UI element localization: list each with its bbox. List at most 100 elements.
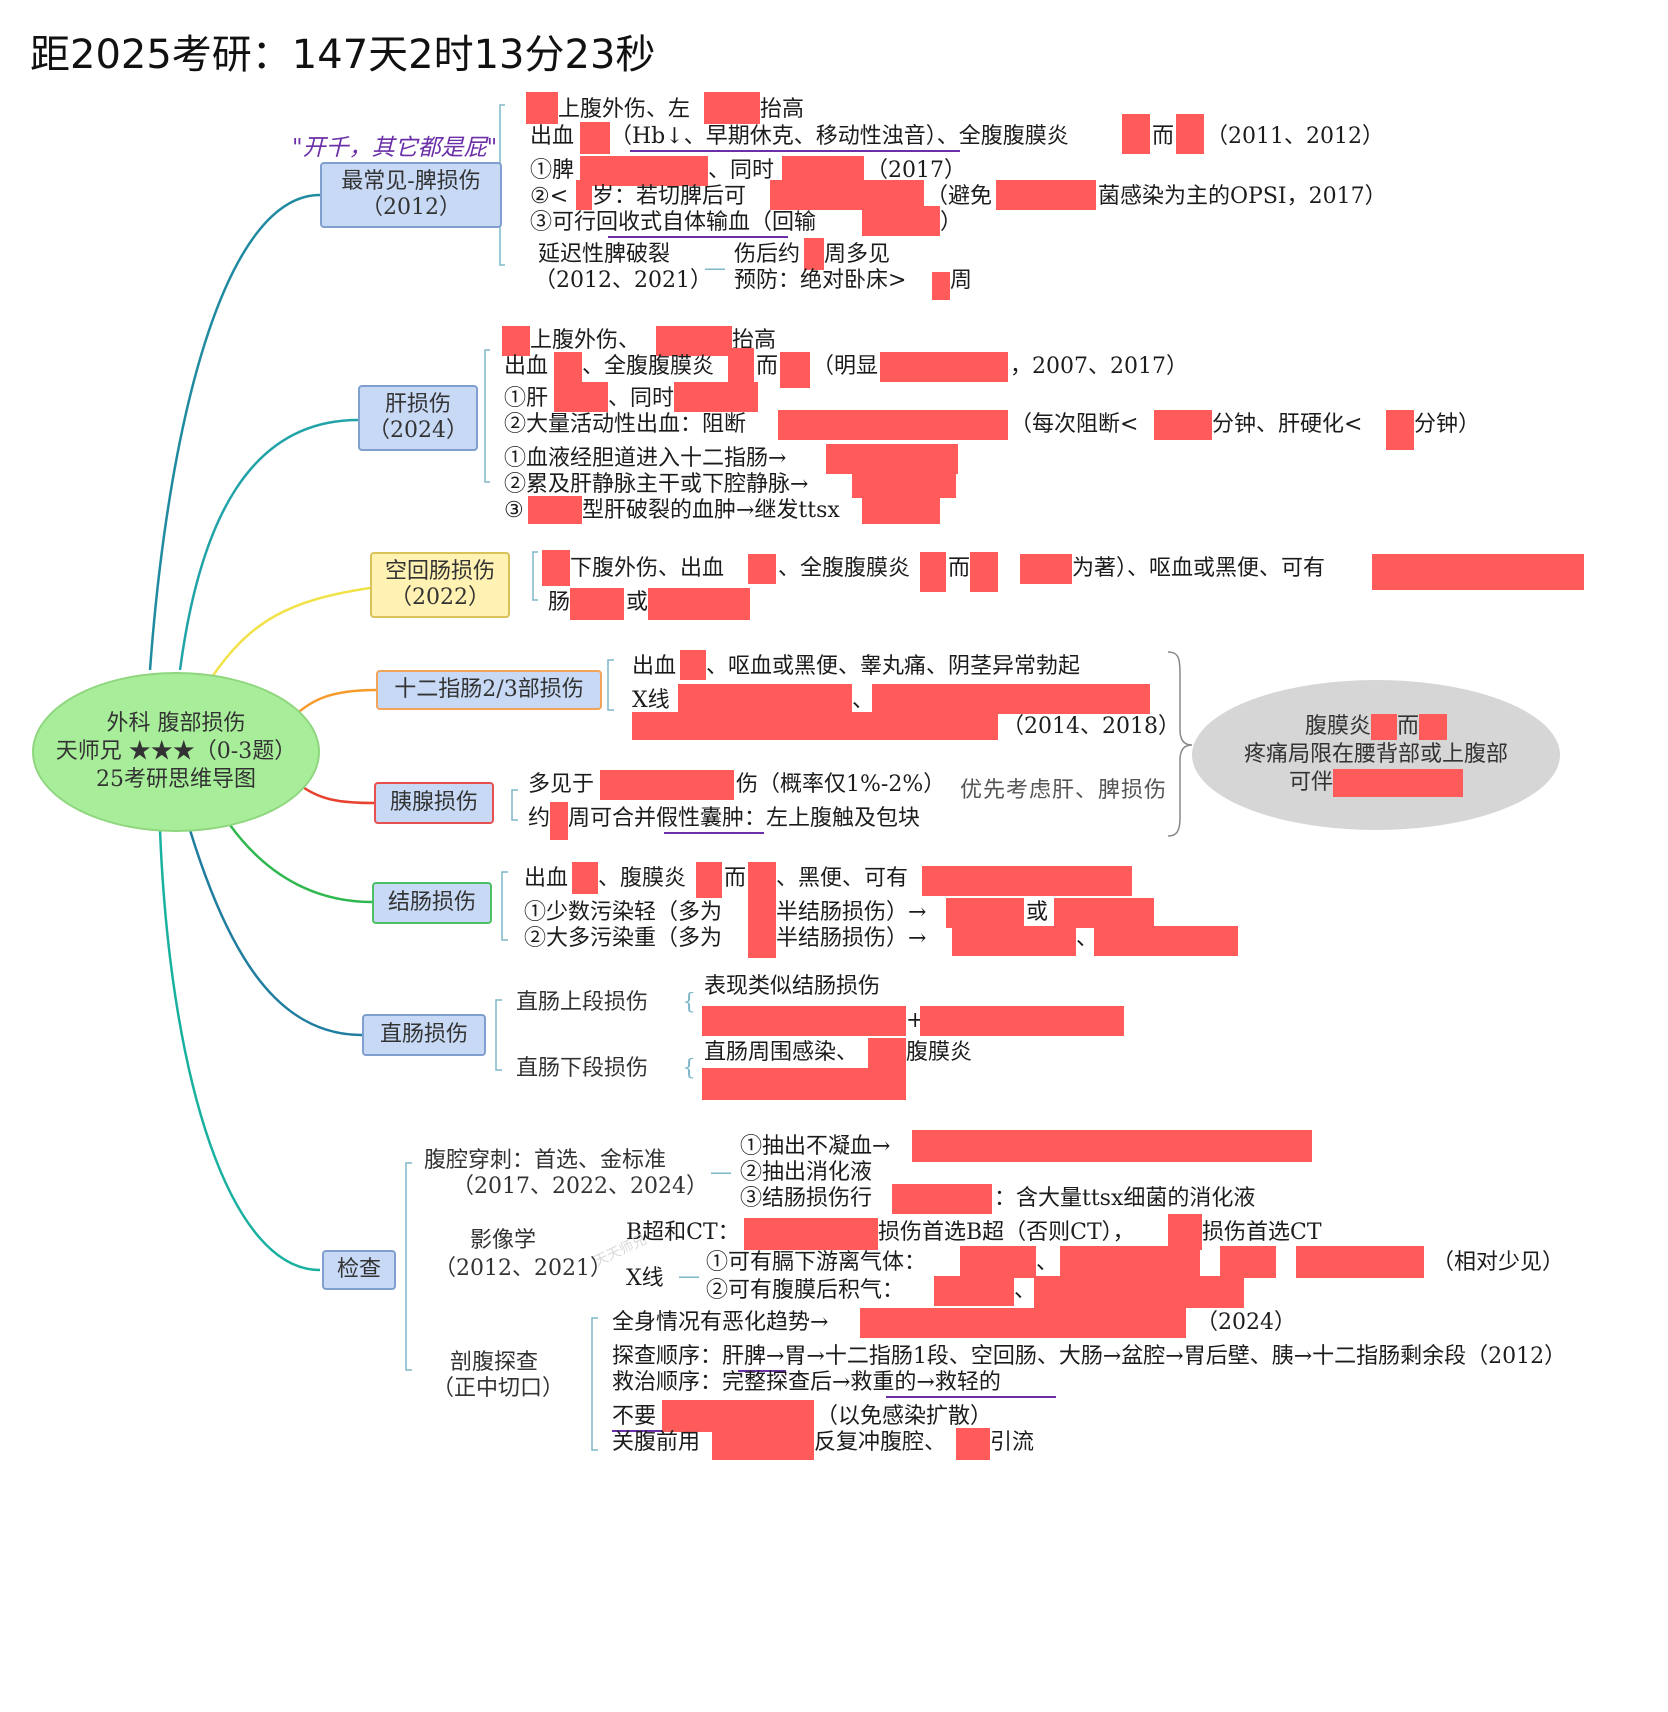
mask-block (880, 352, 1008, 382)
mask-block (702, 1068, 906, 1100)
liver-line-5: ①血液经胆道进入十二指肠→ (504, 446, 787, 471)
oval-line-1b: 而 (1397, 714, 1420, 739)
node-duodenum[interactable]: 十二指肠2/3部损伤 (376, 670, 602, 710)
colon-line-2b: 半结肠损伤）→ (776, 900, 927, 925)
mask-block (680, 650, 706, 680)
spleen-line-1b: 抬高 (760, 97, 805, 122)
mask-block (572, 862, 598, 894)
exam-p2: ②抽出消化液 (740, 1160, 873, 1185)
spleen-year: （2012） (361, 195, 461, 220)
exam-puncture: 腹腔穿刺：首选、金标准 (424, 1148, 667, 1173)
mask-block (920, 1006, 1124, 1036)
mask-block (656, 326, 732, 356)
jejunum-year: （2022） (390, 585, 490, 610)
liver-line-4c: 分钟、肝硬化< (1212, 412, 1363, 437)
mask-block (932, 272, 950, 300)
mask-block (960, 1246, 1036, 1278)
mask-block (852, 470, 956, 498)
colon-line-1: 出血 (524, 866, 569, 891)
exam-lap-sub: （正中切口） (432, 1376, 565, 1401)
liver-line-7: ③ (504, 498, 524, 523)
spleen-line-4: ②< (530, 184, 569, 209)
pancreas-line-2: 约 (528, 806, 551, 831)
pancreas-title: 胰腺损伤 (389, 790, 478, 815)
rectum-lower: 直肠下段损伤 (516, 1056, 649, 1081)
exam-lap-5: 关腹前用 (612, 1430, 701, 1455)
jejunum-line-2b: 或 (626, 590, 649, 615)
mask-block (780, 352, 810, 388)
node-spleen[interactable]: 最常见-脾损伤 （2012） (320, 162, 502, 228)
mask-block (862, 206, 940, 236)
mask-block (862, 496, 940, 524)
connector-dash: — (704, 256, 726, 281)
mask-block (744, 1218, 878, 1250)
duo-line-1b: 、呕血或黑便、睾丸痛、阴茎异常勃起 (706, 654, 1081, 679)
spleen-line-2: 出血 (530, 124, 575, 149)
mask-block (648, 588, 750, 620)
oval-line-3: 可伴 (1288, 770, 1333, 795)
mask-block (804, 238, 824, 270)
exam-imaging-year: （2012、2021） (434, 1256, 612, 1281)
node-exam[interactable]: 检查 (322, 1250, 396, 1290)
rectum-upper: 直肠上段损伤 (516, 990, 649, 1015)
spleen-delay-b: 预防：绝对卧床> (734, 268, 907, 293)
spleen-note: "开千，其它都是屁" (292, 135, 498, 161)
rectum-bracket (495, 999, 502, 1071)
mask-block (920, 552, 946, 592)
mask-block (542, 550, 570, 586)
spleen-title: 最常见-脾损伤 (341, 169, 481, 194)
oval-line-2: 疼痛局限在腰背部或上腹部 (1243, 742, 1508, 767)
mask-block (600, 770, 734, 800)
exam-lap-1: 全身情况有恶化趋势→ (612, 1310, 829, 1335)
jejunum-line-1d: 而 (948, 556, 971, 581)
node-jejunum[interactable]: 空回肠损伤 （2022） (370, 552, 510, 618)
center-line-2: 天师兄 ★★★（0-3题） (55, 739, 297, 764)
mask-block (1122, 114, 1150, 154)
pancreas-line-2b: 周可合并假性囊肿：左上腹触及包块 (568, 806, 921, 831)
pancreas-bracket (511, 789, 518, 821)
rectum-lower-a2: 腹膜炎 (906, 1040, 973, 1065)
duo-pancreas-brace (1167, 651, 1193, 837)
mask-block (1176, 114, 1204, 154)
mask-block (580, 156, 708, 186)
mask-block (1419, 714, 1448, 740)
liver-line-2b: 、全腹腹膜炎 (582, 354, 715, 379)
node-colon[interactable]: 结肠损伤 (372, 882, 492, 924)
colon-line-1d: 、黑便、可有 (776, 866, 909, 891)
spleen-delay-a: 伤后约 (734, 242, 801, 267)
mask-block (956, 1428, 990, 1460)
spleen-delay-a2: 周多见 (824, 242, 891, 267)
exam-p3b: ：含大量ttsx细菌的消化液 (994, 1186, 1256, 1211)
node-pancreas[interactable]: 胰腺损伤 (374, 782, 494, 824)
mask-block (1168, 1214, 1202, 1250)
rectum-upper-a: 表现类似结肠损伤 (704, 974, 881, 999)
spleen-delay-year: （2012、2021） (534, 268, 712, 293)
mask-block (580, 122, 610, 154)
mask-block (892, 1184, 992, 1214)
exam-lap-4b: （以免感染扩散） (816, 1404, 993, 1429)
mask-block (748, 554, 776, 584)
spleen-delay: 延迟性脾破裂 (538, 242, 671, 267)
node-rectum[interactable]: 直肠损伤 (362, 1014, 486, 1056)
exam-bct-b: 损伤首选B超（否则CT）， (878, 1220, 1135, 1245)
mask-block (1333, 769, 1463, 797)
mask-block (576, 180, 592, 210)
mask-block (678, 684, 852, 714)
mask-block (728, 348, 754, 388)
spleen-line-2c: 而 (1152, 124, 1175, 149)
connector-brace: { (682, 990, 696, 1015)
mask-block (502, 326, 530, 356)
exam-x1: ①可有膈下游离气体： (706, 1250, 927, 1275)
colon-line-3: ②大多污染重（多为 (524, 926, 723, 951)
spleen-line-3: ①脾 (530, 158, 575, 183)
exam-bct-c: 损伤首选CT (1202, 1220, 1322, 1245)
colon-bracket (501, 871, 508, 941)
liver-line-3: ①肝 (504, 386, 549, 411)
node-liver[interactable]: 肝损伤 （2024） (358, 385, 478, 451)
center-topic-node[interactable]: 外科 腹部损伤 天师兄 ★★★（0-3题） 25考研思维导图 (32, 672, 320, 832)
exam-lap: 剖腹探查 (450, 1350, 539, 1375)
liver-line-4b: （每次阻断< (1010, 412, 1139, 437)
exam-p1: ①抽出不凝血→ (740, 1134, 891, 1159)
exam-lap-1b: （2024） (1196, 1310, 1296, 1335)
pancreas-line-1: 多见于 (528, 772, 595, 797)
